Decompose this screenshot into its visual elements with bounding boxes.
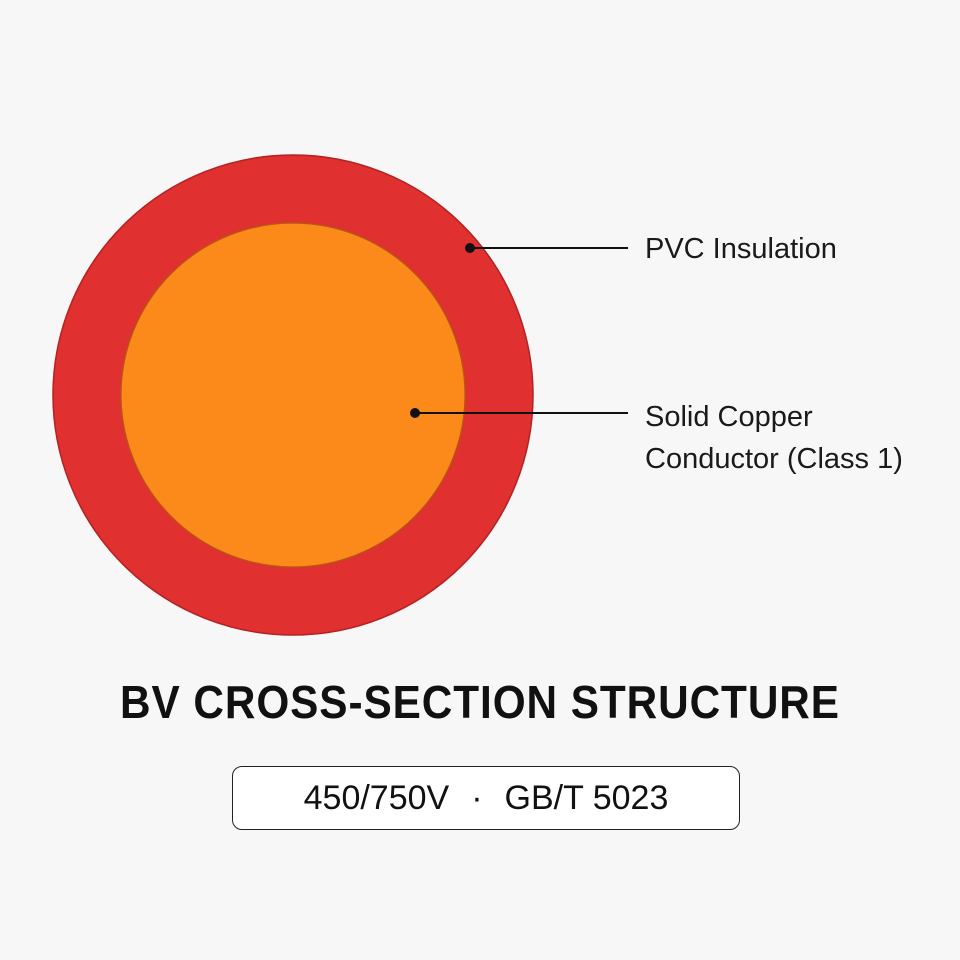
diagram-title: BV CROSS-SECTION STRUCTURE: [120, 676, 840, 728]
conductor-leader-dot: [410, 408, 420, 418]
conductor-label-line-1: Solid Copper: [645, 401, 813, 433]
spec-separator: ·: [471, 778, 483, 817]
spec-badge: 450/750V · GB/T 5023: [232, 766, 740, 830]
standard-code: GB/T 5023: [504, 778, 669, 817]
voltage-rating: 450/750V: [303, 778, 450, 817]
conductor-core: [120, 222, 466, 568]
conductor-label-line-2: Conductor (Class 1): [645, 443, 903, 475]
conductor-label: Solid Copper Conductor (Class 1): [645, 396, 903, 480]
insulation-leader-dot: [465, 243, 475, 253]
insulation-label: PVC Insulation: [645, 233, 837, 265]
